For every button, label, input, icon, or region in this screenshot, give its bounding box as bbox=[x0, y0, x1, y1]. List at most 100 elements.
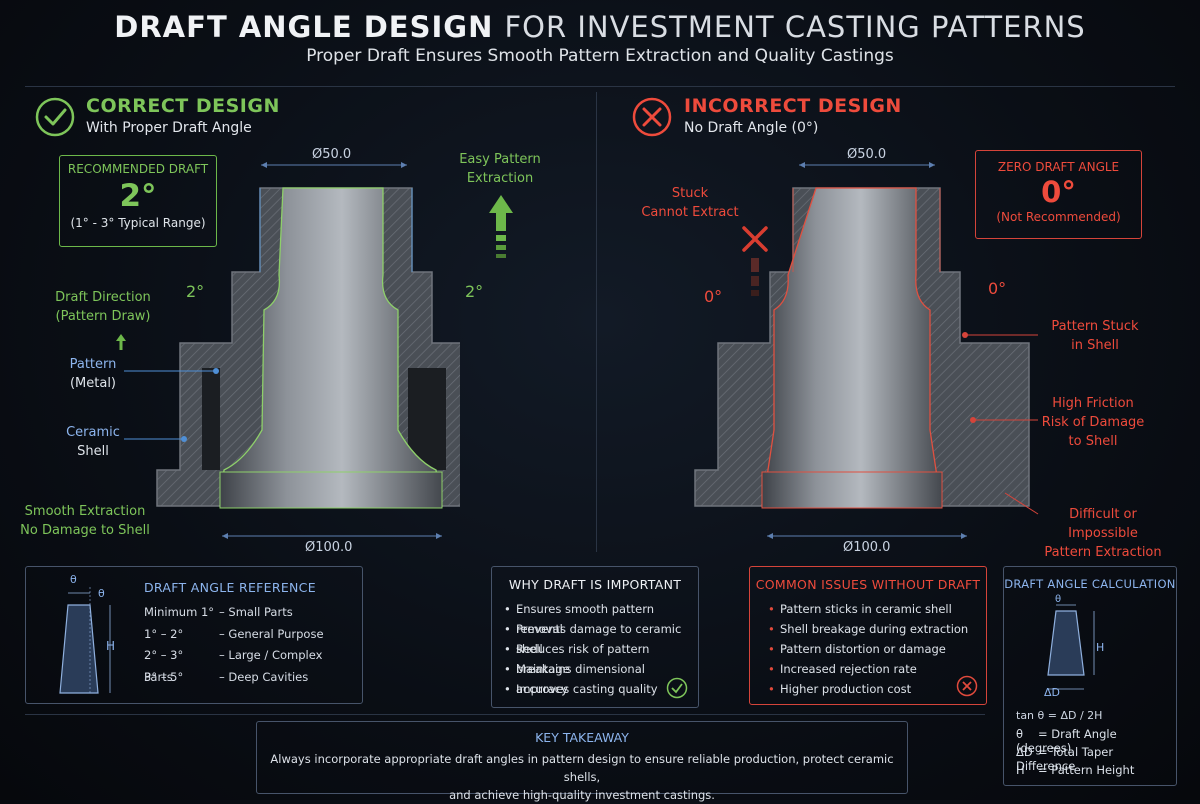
incorrect-top-dim: Ø50.0 bbox=[847, 147, 887, 162]
title-bold: DRAFT ANGLE DESIGN bbox=[114, 10, 494, 44]
ps-line2: in Shell bbox=[1071, 338, 1119, 353]
list-item: Maintains dimensional accuracy bbox=[502, 659, 692, 696]
calc-theta: θ bbox=[1055, 594, 1062, 605]
zero-angle-right: 0° bbox=[988, 279, 1007, 298]
ref-use: – Small Parts bbox=[219, 605, 293, 619]
calc-defs: θ= Draft Angle (degrees) ΔD= Total Taper… bbox=[1016, 727, 1174, 781]
top-dimension-line-incorrect bbox=[799, 162, 935, 168]
smooth-line1: Smooth Extraction bbox=[24, 504, 146, 519]
rec-range: (1° - 3° Typical Range) bbox=[70, 216, 206, 230]
difficult-extraction-callout: Difficult or Impossible Pattern Extracti… bbox=[1038, 505, 1168, 562]
list-item: Pattern sticks in ceramic shell bbox=[766, 599, 976, 619]
stuck-line2: Cannot Extract bbox=[641, 205, 739, 220]
ref-theta-top: θ bbox=[70, 573, 77, 586]
ref-title: DRAFT ANGLE REFERENCE bbox=[144, 580, 316, 595]
calc-taper-diagram bbox=[1047, 604, 1095, 690]
incorrect-cross-section bbox=[694, 187, 1030, 509]
ref-theta-side: θ bbox=[98, 587, 105, 600]
calc-formula: tan θ = ΔD / 2H bbox=[1016, 709, 1103, 722]
why-draft-panel: WHY DRAFT IS IMPORTANT Ensures smooth pa… bbox=[491, 566, 699, 708]
calc-sym: θ bbox=[1016, 727, 1024, 741]
shell-line2: Shell bbox=[77, 444, 109, 459]
calc-def-text: = Total Taper Difference bbox=[1016, 745, 1114, 773]
calc-sym: ΔD bbox=[1016, 745, 1033, 759]
takeaway-title: KEY TAKEAWAY bbox=[535, 730, 629, 745]
smooth-line2: No Damage to Shell bbox=[20, 523, 150, 538]
issues-list: Pattern sticks in ceramic shell Shell br… bbox=[766, 599, 976, 699]
ref-use: – Deep Cavities bbox=[219, 669, 309, 684]
calc-def-text: = Draft Angle (degrees) bbox=[1016, 727, 1117, 755]
diff-line2: Pattern Extraction bbox=[1044, 545, 1162, 560]
diff-line1: Difficult or Impossible bbox=[1068, 507, 1138, 541]
stuck-line1: Stuck bbox=[671, 186, 709, 201]
calc-title: DRAFT ANGLE CALCULATION bbox=[1004, 577, 1176, 591]
draft-reference-panel: θ θ H DRAFT ANGLE REFERENCE Minimum 1°– … bbox=[25, 566, 363, 704]
ref-range: 1° – 2° bbox=[144, 626, 184, 641]
rec-value: 2° bbox=[119, 178, 157, 214]
easy-line1: Easy Pattern bbox=[459, 152, 541, 167]
pattern-line1: Pattern bbox=[69, 357, 117, 372]
rec-label: RECOMMENDED DRAFT bbox=[67, 162, 209, 176]
calc-def-row: θ= Draft Angle (degrees) bbox=[1016, 727, 1174, 755]
taper-diagram-icon bbox=[59, 587, 111, 694]
ref-range: 3° – 5° bbox=[144, 669, 184, 684]
angle-right-label: 2° bbox=[465, 282, 484, 301]
pattern-stuck-leader bbox=[962, 332, 1038, 338]
key-takeaway-panel: KEY TAKEAWAY Always incorporate appropri… bbox=[256, 721, 908, 802]
easy-extraction-callout: Easy Pattern Extraction bbox=[445, 150, 555, 188]
title-rest: FOR INVESTMENT CASTING PATTERNS bbox=[504, 10, 1086, 44]
ref-range: Minimum 1° bbox=[144, 605, 215, 619]
list-item: Pattern distortion or damage bbox=[766, 639, 976, 659]
shell-line1: Ceramic bbox=[66, 425, 120, 440]
bottom-dimension-line bbox=[222, 533, 442, 539]
header-divider bbox=[25, 86, 1175, 87]
metal-pattern-incorrect bbox=[761, 187, 943, 509]
small-up-arrow-icon bbox=[116, 334, 126, 350]
top-dimension-line bbox=[261, 162, 407, 168]
calc-def-row: H= Pattern Height bbox=[1016, 763, 1174, 781]
takeaway-line1: Always incorporate appropriate draft ang… bbox=[270, 752, 894, 784]
incorrect-title: INCORRECT DESIGN bbox=[684, 95, 902, 117]
pattern-leader bbox=[124, 368, 219, 374]
draft-dir-line1: Draft Direction bbox=[55, 290, 151, 305]
smooth-extraction-callout: Smooth Extraction No Damage to Shell bbox=[20, 502, 150, 540]
correct-subtitle: With Proper Draft Angle bbox=[86, 120, 252, 136]
correct-bottom-dim: Ø100.0 bbox=[305, 540, 353, 555]
correct-cross-section bbox=[156, 187, 460, 509]
draft-dir-line2: (Pattern Draw) bbox=[55, 309, 151, 324]
shell-callout: Ceramic Shell bbox=[58, 423, 128, 461]
up-arrow-icon bbox=[489, 195, 513, 258]
metal-pattern bbox=[219, 187, 443, 509]
list-item: Higher production cost bbox=[766, 679, 976, 699]
hf-line2: Risk of Damage bbox=[1041, 415, 1145, 430]
difficult-leader bbox=[1004, 492, 1039, 515]
why-title: WHY DRAFT IS IMPORTANT bbox=[508, 577, 682, 592]
calc-def-text: = Pattern Height bbox=[1038, 763, 1135, 777]
ps-line1: Pattern Stuck bbox=[1051, 319, 1139, 334]
ref-row: 2° – 3°– Large / Complex Parts bbox=[144, 645, 354, 684]
easy-line2: Extraction bbox=[466, 171, 534, 186]
bottom-dimension-line-incorrect bbox=[767, 533, 967, 539]
page-subtitle: Proper Draft Ensures Smooth Pattern Extr… bbox=[306, 46, 894, 66]
shell-leader bbox=[124, 436, 187, 442]
list-item: Shell breakage during extraction bbox=[766, 619, 976, 639]
pattern-line2: (Metal) bbox=[69, 376, 117, 391]
list-item: Prevents damage to ceramic shell bbox=[502, 619, 692, 656]
calc-def-row: ΔD= Total Taper Difference bbox=[1016, 745, 1174, 773]
draft-direction-callout: Draft Direction (Pattern Draw) bbox=[48, 288, 158, 326]
correct-title: CORRECT DESIGN bbox=[86, 95, 280, 117]
hf-line1: High Friction bbox=[1052, 396, 1134, 411]
calc-delta-d: ΔD bbox=[1044, 686, 1060, 699]
issues-title: COMMON ISSUES WITHOUT DRAFT bbox=[755, 577, 981, 592]
x-icon bbox=[956, 675, 978, 697]
high-friction-leader bbox=[970, 417, 1038, 423]
stuck-callout: Stuck Cannot Extract bbox=[635, 184, 745, 222]
why-list: Ensures smooth pattern removal Prevents … bbox=[502, 599, 692, 699]
zero-note: (Not Recommended) bbox=[996, 210, 1121, 224]
list-item: Reduces risk of pattern breakage bbox=[502, 639, 692, 676]
calc-h: H bbox=[1096, 641, 1105, 654]
x-circle-icon bbox=[632, 97, 672, 137]
ref-row: 3° – 5° – Deep Cavities bbox=[144, 667, 354, 689]
ref-row: 1° – 2°– General Purpose bbox=[144, 624, 354, 646]
takeaway-line2: and achieve high-quality investment cast… bbox=[449, 788, 715, 802]
